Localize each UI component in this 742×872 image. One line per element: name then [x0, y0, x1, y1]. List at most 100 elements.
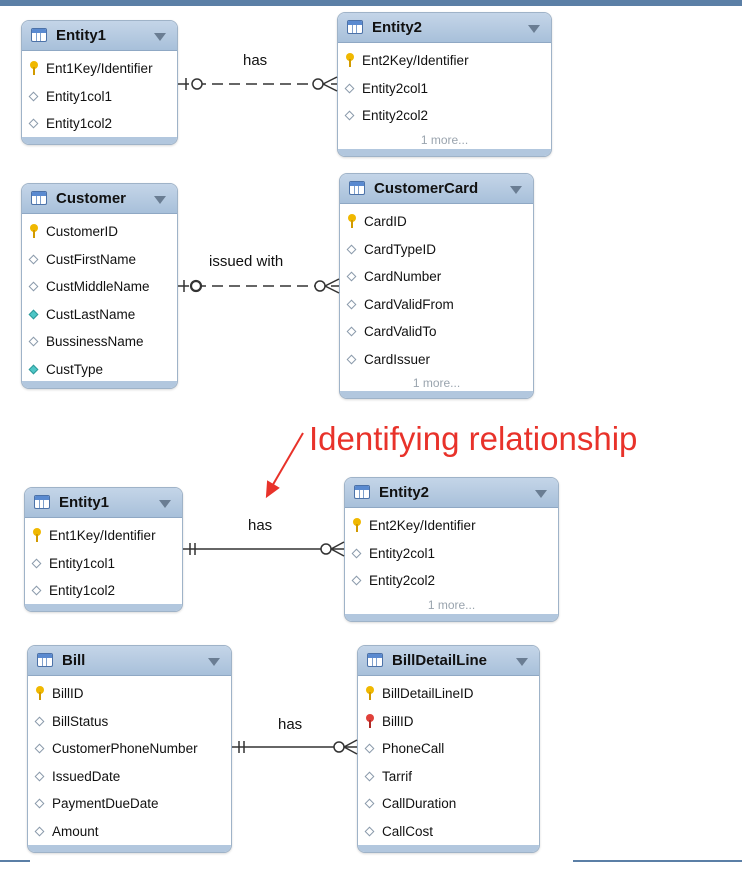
column-row[interactable]: Ent2Key/Identifier [338, 47, 551, 75]
top-border [0, 0, 742, 6]
column-label: Amount [52, 823, 99, 839]
entity-header[interactable]: Bill [28, 646, 231, 676]
collapse-arrow-icon[interactable] [535, 490, 547, 498]
column-label: BillID [52, 686, 84, 701]
column-row[interactable]: PaymentDueDate [28, 790, 231, 818]
column-row[interactable]: Ent1Key/Identifier [25, 522, 182, 550]
column-label: Ent2Key/Identifier [362, 53, 469, 68]
collapse-arrow-icon[interactable] [154, 196, 166, 204]
column-row[interactable]: CardTypeID [340, 236, 533, 264]
column-row[interactable]: Entity1col2 [25, 577, 182, 605]
column-row[interactable]: Entity2col2 [338, 102, 551, 130]
column-row[interactable]: BillDetailLineID [358, 680, 539, 708]
column-row[interactable]: Tarrif [358, 763, 539, 791]
column-row[interactable]: BillID [358, 708, 539, 736]
entity-name: BillDetailLine [392, 652, 488, 669]
column-row[interactable]: CardID [340, 208, 533, 236]
column-row[interactable]: CardIssuer [340, 346, 533, 374]
entity-footer [340, 391, 533, 398]
more-columns-link[interactable]: 1 more... [420, 132, 469, 147]
column-label: BussinessName [46, 334, 144, 349]
column-row[interactable]: CustLastName [22, 301, 177, 329]
table-icon [349, 181, 365, 195]
column-label: CardValidFrom [364, 296, 454, 312]
entity-header[interactable]: BillDetailLine [358, 646, 539, 676]
primary-key-icon [365, 686, 375, 701]
column-label: CardValidTo [364, 324, 437, 339]
entity-header[interactable]: Entity2 [338, 13, 551, 43]
column-row[interactable]: CustType [22, 356, 177, 384]
column-row[interactable]: IssuedDate [28, 763, 231, 791]
relationship-label-issued-with: issued with [209, 253, 284, 270]
column-row[interactable]: PhoneCall [358, 735, 539, 763]
connector-bill-billdetailline [232, 739, 358, 755]
column-row[interactable]: Entity1col1 [25, 550, 182, 578]
column-label: CardNumber [364, 269, 442, 284]
column-row[interactable]: Entity1col1 [22, 83, 177, 111]
column-row[interactable]: Entity2col1 [345, 540, 558, 568]
column-row[interactable]: BussinessName [22, 328, 177, 356]
column-label: CardTypeID [364, 241, 437, 257]
column-label: Entity1col1 [49, 555, 116, 571]
entity-name: Customer [56, 190, 127, 207]
column-row[interactable]: Entity2col1 [338, 75, 551, 103]
entity-header[interactable]: Entity2 [345, 478, 558, 508]
entity-name: CustomerCard [374, 180, 479, 197]
collapse-arrow-icon[interactable] [154, 33, 166, 41]
column-row[interactable]: Ent2Key/Identifier [345, 512, 558, 540]
more-columns-link[interactable]: 1 more... [427, 597, 476, 612]
column-row[interactable]: CardValidFrom [340, 291, 533, 319]
column-label: CustomerID [46, 224, 119, 239]
column-label: Entity2col2 [369, 573, 436, 588]
connector-entity1-entity2-bottom [183, 541, 345, 557]
column-row[interactable]: Amount [28, 818, 231, 846]
column-row[interactable]: CustomerPhoneNumber [28, 735, 231, 763]
primary-key-icon [35, 686, 45, 701]
column-row[interactable]: BillStatus [28, 708, 231, 736]
connector-customer-customercard [178, 278, 340, 294]
table-icon [37, 653, 53, 667]
column-label: BillDetailLineID [382, 686, 474, 701]
entity-header[interactable]: Entity1 [25, 488, 182, 518]
primary-key-icon [29, 61, 39, 76]
column-row[interactable]: CardValidTo [340, 318, 533, 346]
collapse-arrow-icon[interactable] [528, 25, 540, 33]
table-icon [367, 653, 383, 667]
bottom-rule-left [0, 860, 30, 862]
entity-header[interactable]: Customer [22, 184, 177, 214]
entity-header[interactable]: CustomerCard [340, 174, 533, 204]
foreign-key-icon [365, 713, 375, 729]
column-row[interactable]: CardNumber [340, 263, 533, 291]
column-row[interactable]: CallDuration [358, 790, 539, 818]
entity-name: Entity2 [372, 19, 423, 36]
column-row[interactable]: Entity2col2 [345, 567, 558, 595]
column-row[interactable]: CustomerID [22, 218, 177, 246]
column-row[interactable]: Ent1Key/Identifier [22, 55, 177, 83]
collapse-arrow-icon[interactable] [208, 658, 220, 666]
entity-header[interactable]: Entity1 [22, 21, 177, 51]
column-row[interactable]: Entity1col2 [22, 110, 177, 138]
column-row[interactable]: CustMiddleName [22, 273, 177, 301]
column-row[interactable]: CallCost [358, 818, 539, 846]
column-label: Entity2col1 [369, 545, 436, 561]
collapse-arrow-icon[interactable] [159, 500, 171, 508]
more-columns-link[interactable]: 1 more... [412, 376, 461, 390]
column-row[interactable]: CustFirstName [22, 246, 177, 274]
column-label: CardID [364, 214, 407, 229]
column-label: CustLastName [46, 306, 136, 322]
column-row[interactable]: BillID [28, 680, 231, 708]
collapse-arrow-icon[interactable] [516, 658, 528, 666]
collapse-arrow-icon[interactable] [510, 186, 522, 194]
